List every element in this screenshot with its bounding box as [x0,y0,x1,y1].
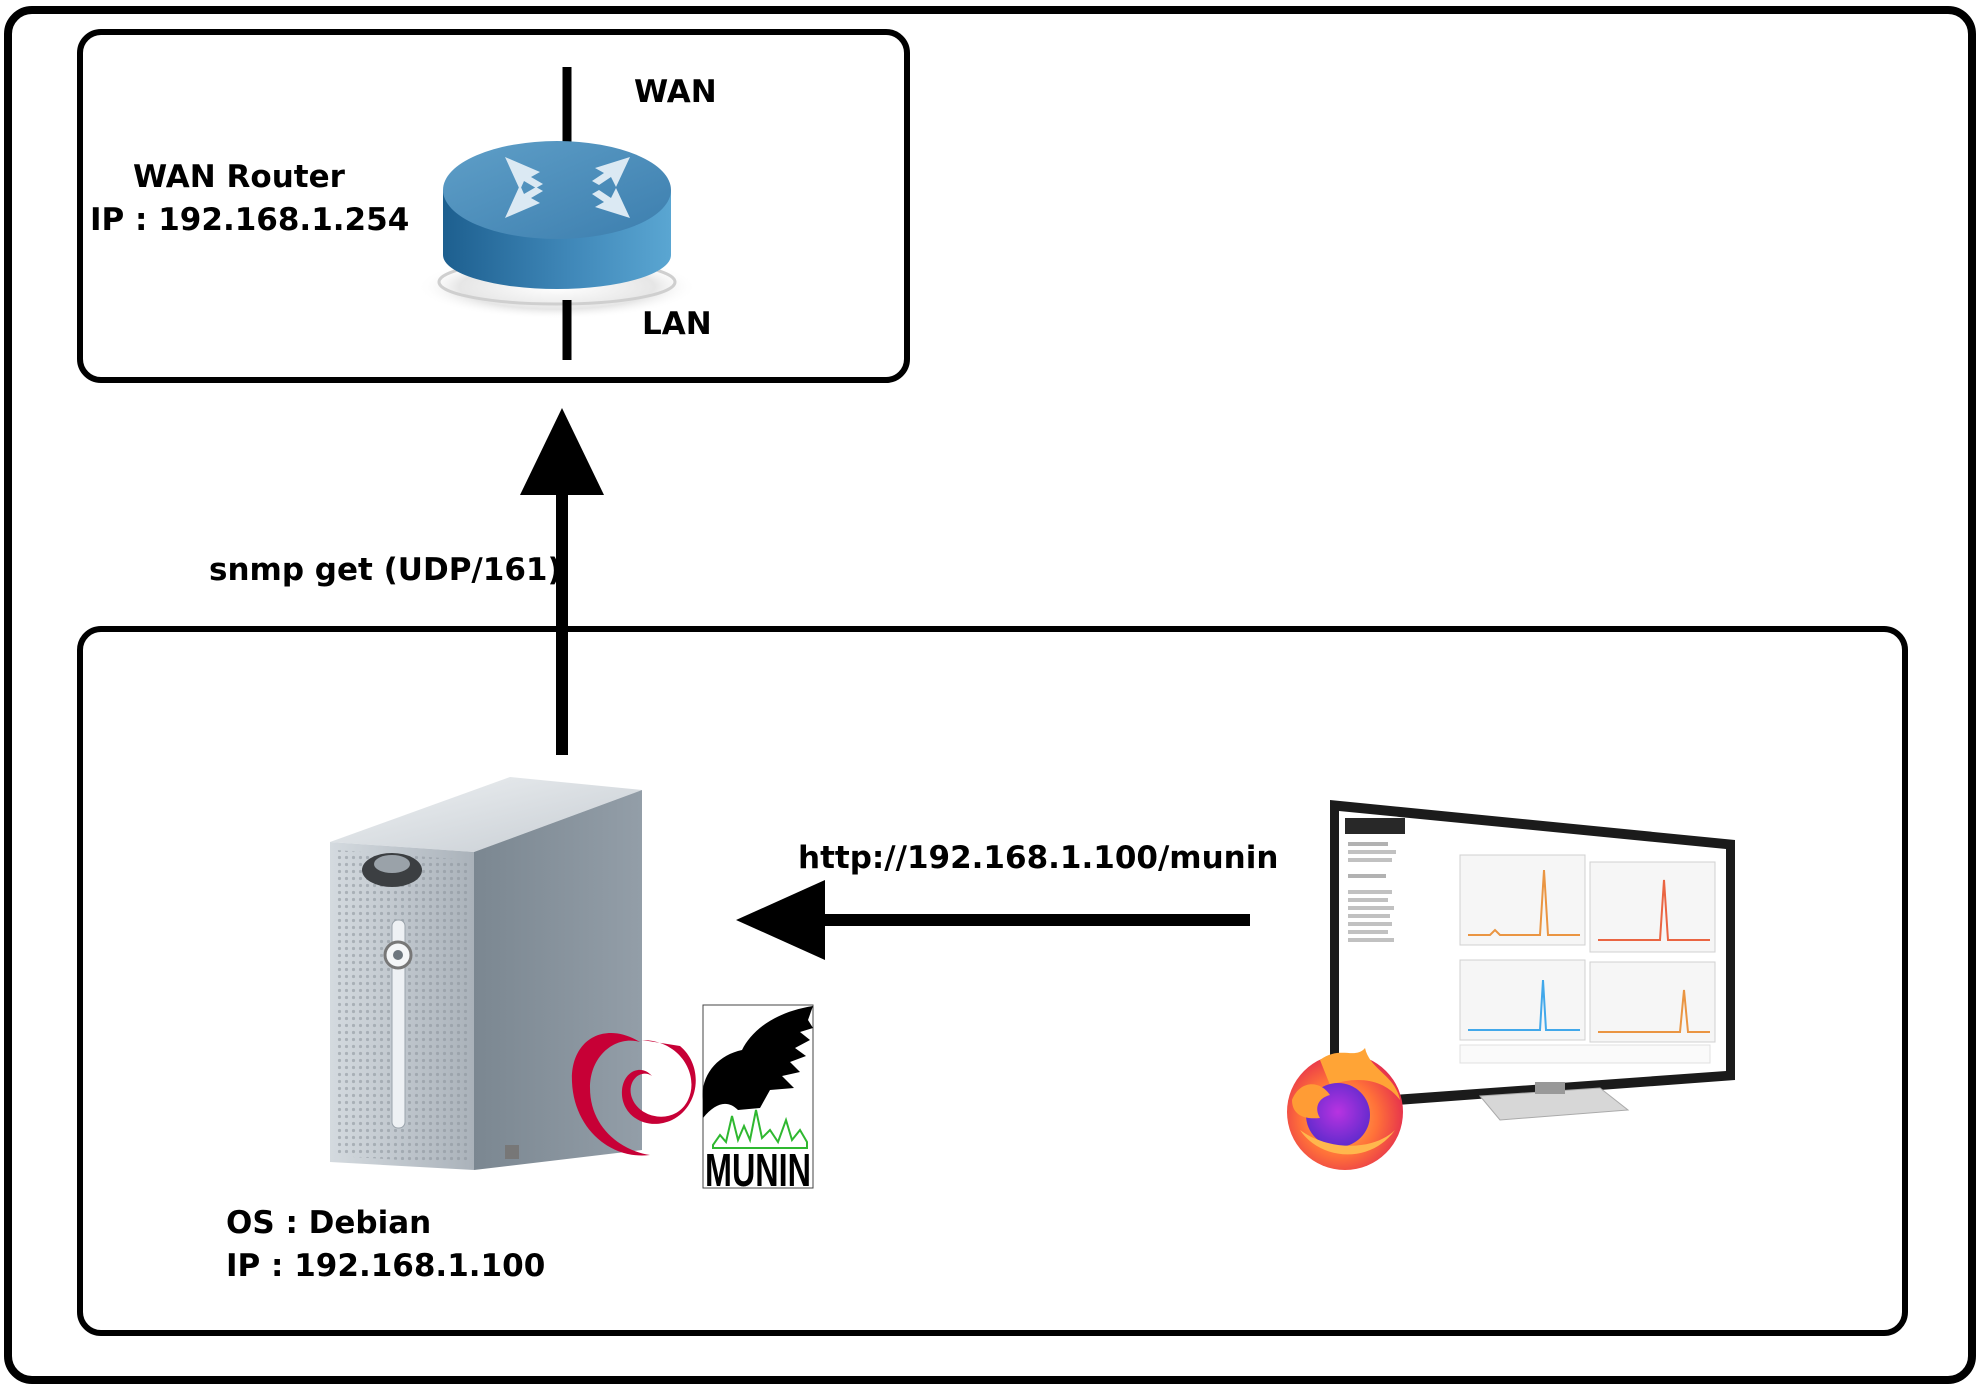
munin-logo-icon [702,1004,814,1189]
http-arrow [736,880,1250,960]
firefox-icon [1287,1048,1403,1170]
router-ip: IP : 192.168.1.254 [90,202,410,238]
snmp-arrow [520,408,604,755]
server-os: OS : Debian [226,1205,432,1241]
debian-logo-icon [571,1032,696,1156]
router-icon [417,67,697,360]
router-lan-label: LAN [642,306,712,342]
server-ip: IP : 192.168.1.100 [226,1248,546,1284]
router-name: WAN Router [133,159,345,195]
server-icon [330,777,642,1170]
snmp-link-label: snmp get (UDP/161) [209,552,562,588]
router-wan-label: WAN [634,74,717,110]
http-link-label: http://192.168.1.100/munin [798,840,1279,876]
monitor-icon [1330,800,1735,1121]
munin-logo-text: MUNIN [705,1144,811,1196]
